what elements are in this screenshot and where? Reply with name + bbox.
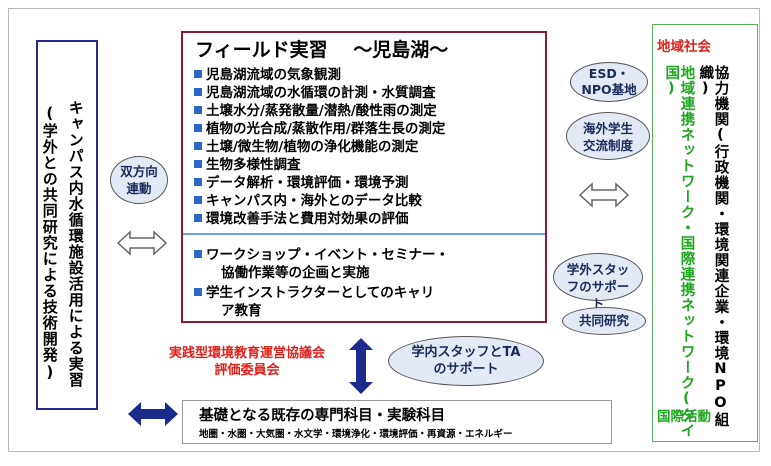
bullet-square-icon — [194, 88, 202, 96]
field-item: データ解析・環境評価・環境予測 — [194, 171, 409, 191]
exchange-ellipse: 海外学生交流制度 — [566, 112, 650, 160]
joint-research-text: (学外との共同研究による技術開発) — [40, 104, 59, 382]
external-staff-label: 学外スタッフのサポート — [566, 262, 630, 311]
foundation-courses-title: 基礎となる既存の専門科目・実験科目 — [199, 408, 446, 424]
right-double-arrow — [578, 182, 630, 208]
bidirectional-label: 双方向連動 — [120, 164, 158, 196]
bullet-square-icon — [194, 70, 202, 78]
campus-practice-text: キャンパス内水循環施設活用による実習 — [66, 100, 85, 388]
foundation-courses-box: 基礎となる既存の専門科目・実験科目 地圏・水圏・大気圏・水文学・環境浄化・環境評… — [182, 400, 612, 444]
community-box: 地域社会 地域連携ネットワーク・国際連携ネットワーク(タイ国) 協力機関(行政機… — [652, 24, 758, 442]
activity-item-cont: 協働作業等の企画と実施 — [221, 265, 370, 281]
esd-npo-label: ESD・NPO基地 — [581, 66, 637, 97]
network-text: 地域連携ネットワーク・国際連携ネットワーク(タイ国) — [663, 65, 695, 439]
council-box: 実践型環境教育運営協議会 評価委員会 — [136, 345, 358, 381]
bullet-square-icon — [194, 160, 202, 168]
bottom-double-arrow — [128, 402, 178, 426]
activity-item-cont: ア教育 — [221, 303, 262, 319]
field-item: 土壌/微生物/植物の浄化機能の測定 — [194, 135, 418, 155]
field-item: キャンパス内・海外とのデータ比較 — [194, 189, 422, 209]
field-item: 植物の光合成/蒸散作用/群落生長の測定 — [194, 117, 445, 137]
cooperation-text: 協力機関(行政機関・環境関連企業・環境NPO組織) — [697, 65, 729, 428]
bullet-square-icon — [194, 178, 202, 186]
community-label: 地域社会 — [657, 39, 711, 55]
bullet-square-icon — [194, 106, 202, 114]
bullet-square-icon — [194, 214, 202, 222]
intl-activity-label: 国際活動 — [657, 409, 711, 425]
section-divider — [183, 233, 545, 235]
external-staff-ellipse: 学外スタッフのサポート — [553, 253, 643, 311]
field-item: 児島湖流域の水循環の計測・水質調査 — [194, 81, 436, 101]
field-item: 生物多様性調査 — [194, 153, 301, 173]
diagram-frame — [8, 8, 760, 452]
activity-item: ワークショップ・イベント・セミナー・ — [194, 243, 449, 263]
council-subtitle: 評価委員会 — [214, 363, 280, 378]
council-title: 実践型環境教育運営協議会 — [168, 346, 325, 361]
bullet-square-icon — [194, 250, 202, 258]
exchange-label: 海外学生交流制度 — [582, 121, 633, 153]
bullet-square-icon — [194, 196, 202, 204]
internal-staff-label: 学内スタッフとTAのサポート — [411, 345, 521, 377]
field-item: 土壌水分/蒸発散量/潜熱/酸性雨の測定 — [194, 99, 437, 119]
bullet-square-icon — [194, 142, 202, 150]
vertical-double-arrow — [349, 338, 373, 394]
internal-staff-ellipse: 学内スタッフとTAのサポート — [388, 336, 544, 386]
foundation-subjects: 地圏・水圏・大気圏・水文学・環境浄化・環境評価・再資源・エネルギー — [199, 429, 513, 440]
bullet-square-icon — [194, 288, 202, 296]
field-practice-title: フィールド実習 ～児島湖～ — [195, 39, 449, 61]
joint-research-ellipse: 共同研究 — [562, 307, 646, 335]
bidirectional-ellipse: 双方向連動 — [110, 156, 168, 204]
campus-practice-box: キャンパス内水循環施設活用による実習 (学外との共同研究による技術開発) — [36, 40, 98, 410]
left-double-arrow — [116, 230, 168, 256]
field-practice-box: フィールド実習 ～児島湖～ 児島湖流域の気象観測 児島湖流域の水循環の計測・水質… — [181, 31, 547, 323]
field-item: 環境改善手法と費用対効果の評価 — [194, 207, 409, 227]
activity-item: 学生インストラクターとしてのキャリ — [194, 281, 434, 301]
field-item: 児島湖流域の気象観測 — [194, 63, 341, 83]
bullet-square-icon — [194, 124, 202, 132]
esd-npo-ellipse: ESD・NPO基地 — [570, 62, 648, 102]
joint-research-label: 共同研究 — [578, 313, 629, 328]
